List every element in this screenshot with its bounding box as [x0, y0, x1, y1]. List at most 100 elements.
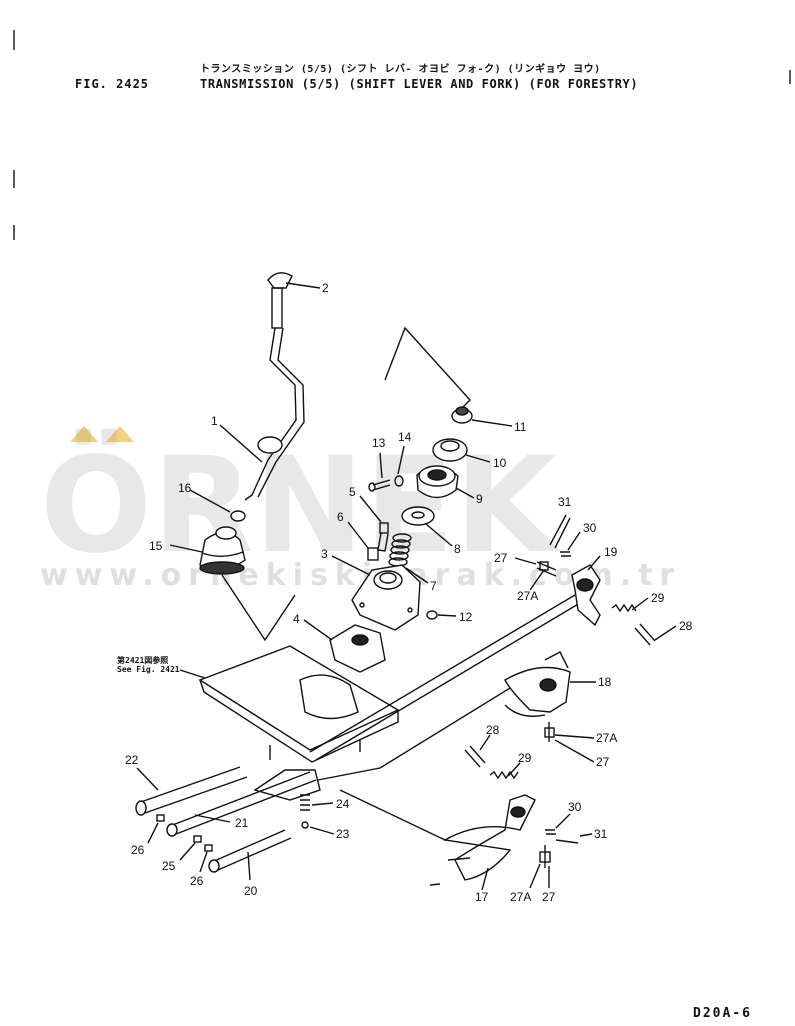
- reference-japanese: 第2421図参照: [117, 656, 169, 665]
- connecting-line: [317, 684, 516, 781]
- title-english: TRANSMISSION (5/5) (SHIFT LEVER AND FORK…: [200, 77, 639, 91]
- lock-screw-27c: [539, 845, 551, 868]
- leader-line: [397, 445, 405, 475]
- pin-25: [193, 835, 202, 843]
- leader-line: [481, 867, 489, 891]
- callout-29b: 29: [518, 751, 532, 765]
- callout-31b: 31: [594, 827, 608, 841]
- shift-fork-19: [571, 564, 601, 627]
- connecting-line: [339, 789, 446, 841]
- washer: [401, 506, 435, 526]
- snap-ring: [230, 510, 246, 522]
- leader-line: [555, 813, 571, 829]
- bolt-5: [377, 522, 389, 552]
- bolt-28: [634, 623, 656, 646]
- watermark-brand: ÖRNEK: [40, 429, 557, 583]
- pin-26b: [204, 844, 213, 852]
- callout-10: 10: [493, 456, 507, 470]
- callout-13: 13: [372, 436, 386, 450]
- pin-31: [549, 514, 571, 549]
- leader-line: [554, 734, 595, 739]
- leader-line: [587, 555, 601, 571]
- shift-rail-22: [135, 766, 248, 816]
- callout-31a: 31: [558, 495, 572, 509]
- callout-24: 24: [336, 797, 350, 811]
- leader-line: [567, 531, 581, 551]
- leader-line: [179, 669, 206, 679]
- connecting-line: [309, 594, 581, 761]
- nut-6: [367, 547, 379, 561]
- lever-housing: [351, 564, 421, 631]
- callout-5: 5: [349, 485, 356, 499]
- callout-28b: 28: [486, 723, 500, 737]
- leader-line: [359, 495, 382, 523]
- leader-line: [379, 452, 383, 479]
- leader-line: [179, 842, 196, 861]
- callout-7: 7: [430, 579, 437, 593]
- transmission-case: [198, 645, 400, 763]
- callout-4: 4: [293, 612, 300, 626]
- callout-6: 6: [337, 510, 344, 524]
- bolt-28b: [464, 745, 486, 768]
- bolt-13: [368, 479, 391, 492]
- callout-30a: 30: [583, 521, 597, 535]
- leader-line: [169, 544, 203, 553]
- document-code: D20A-6: [693, 1006, 752, 1021]
- callout-8: 8: [454, 542, 461, 556]
- leader-line: [194, 814, 231, 823]
- callout-29a: 29: [651, 591, 665, 605]
- watermark-accent-icon: [70, 426, 134, 442]
- title-japanese: トランスミッション (5/5) (シフト レバ- オヨビ フォ-ク) (リンギョ…: [200, 64, 601, 75]
- pin-26: [156, 814, 165, 822]
- spring-29b: [489, 770, 519, 780]
- lever-boot: [199, 526, 246, 575]
- leader-line: [529, 569, 545, 591]
- leader-line: [285, 282, 321, 289]
- leader-line: [529, 863, 541, 889]
- spring-24: [300, 794, 310, 811]
- shift-lever: [244, 272, 305, 501]
- callout-18: 18: [598, 675, 612, 689]
- pin-31b: [555, 839, 579, 844]
- rail-guide: [253, 769, 321, 801]
- callout-1: 1: [211, 414, 218, 428]
- leader-line: [514, 557, 537, 565]
- callout-3: 3: [321, 547, 328, 561]
- watermark-url: www.ornekiskinarak.com.tr: [40, 558, 682, 593]
- callout-23: 23: [336, 827, 350, 841]
- callout-16: 16: [178, 481, 192, 495]
- shift-rail-21: [166, 771, 317, 837]
- leader-line: [221, 574, 296, 642]
- callout-30b: 30: [568, 800, 582, 814]
- shift-rail-20: [208, 829, 292, 873]
- leader-line: [507, 762, 521, 777]
- callout-2: 2: [322, 281, 329, 295]
- leader-line: [219, 424, 263, 463]
- shift-fork-17: [442, 794, 536, 881]
- callout-22: 22: [125, 753, 139, 767]
- gasket: [329, 624, 386, 673]
- leader-line: [136, 767, 159, 791]
- leader-line: [554, 739, 595, 763]
- leader-line: [631, 597, 649, 611]
- ball-23: [301, 821, 309, 829]
- leader-line: [654, 625, 677, 641]
- leader-line: [147, 822, 159, 844]
- callout-25: 25: [162, 859, 176, 873]
- callout-27A-a: 27A: [517, 589, 538, 603]
- spring-30b: [545, 829, 556, 835]
- callout-20: 20: [244, 884, 258, 898]
- lock-screw-27: [536, 561, 557, 577]
- leader-line: [405, 567, 429, 584]
- spring-7: [388, 533, 412, 567]
- lock-screw-27b: [544, 722, 555, 742]
- leader-line: [303, 619, 333, 641]
- leader-line: [425, 523, 453, 547]
- leader-line: [471, 419, 513, 427]
- plug-12: [426, 610, 438, 620]
- leader-line: [199, 851, 208, 873]
- figure-number: FIG. 2425: [75, 77, 150, 91]
- spring-30: [560, 551, 571, 557]
- callout-27A-c: 27A: [510, 890, 531, 904]
- callout-27c: 27: [542, 890, 556, 904]
